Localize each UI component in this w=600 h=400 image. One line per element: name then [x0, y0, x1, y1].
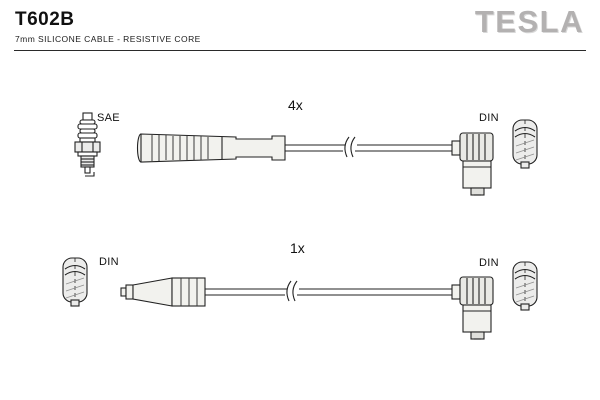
cable-row-sae-din: SAE 4x DIN	[0, 70, 600, 220]
part-number: T602B	[15, 9, 75, 30]
cable-drawing-row-1	[74, 112, 538, 196]
cable-row-din-din: DIN 1x DIN	[0, 230, 600, 380]
din-terminal-icon	[62, 257, 88, 307]
quantity-label: 4x	[288, 97, 303, 113]
right-connector-label: DIN	[479, 257, 499, 269]
cable-with-break-icon	[205, 280, 452, 302]
straight-boot-icon	[120, 277, 206, 307]
straight-boot-icon	[136, 133, 286, 163]
left-connector-label: DIN	[99, 256, 119, 268]
cable-drawing-row-2	[62, 257, 538, 340]
din-terminal-icon	[512, 119, 538, 169]
spark-plug-icon	[74, 112, 101, 177]
left-connector-label: SAE	[97, 112, 120, 124]
header-divider	[14, 50, 586, 51]
quantity-label: 1x	[290, 240, 305, 256]
elbow-boot-icon	[451, 132, 494, 196]
cable-spec-subtitle: 7mm SILICONE CABLE - RESISTIVE CORE	[15, 34, 201, 44]
elbow-boot-icon	[451, 276, 494, 340]
din-terminal-icon	[512, 261, 538, 311]
right-connector-label: DIN	[479, 112, 499, 124]
cable-with-break-icon	[285, 136, 452, 158]
tesla-logo: TESLA	[474, 4, 584, 39]
